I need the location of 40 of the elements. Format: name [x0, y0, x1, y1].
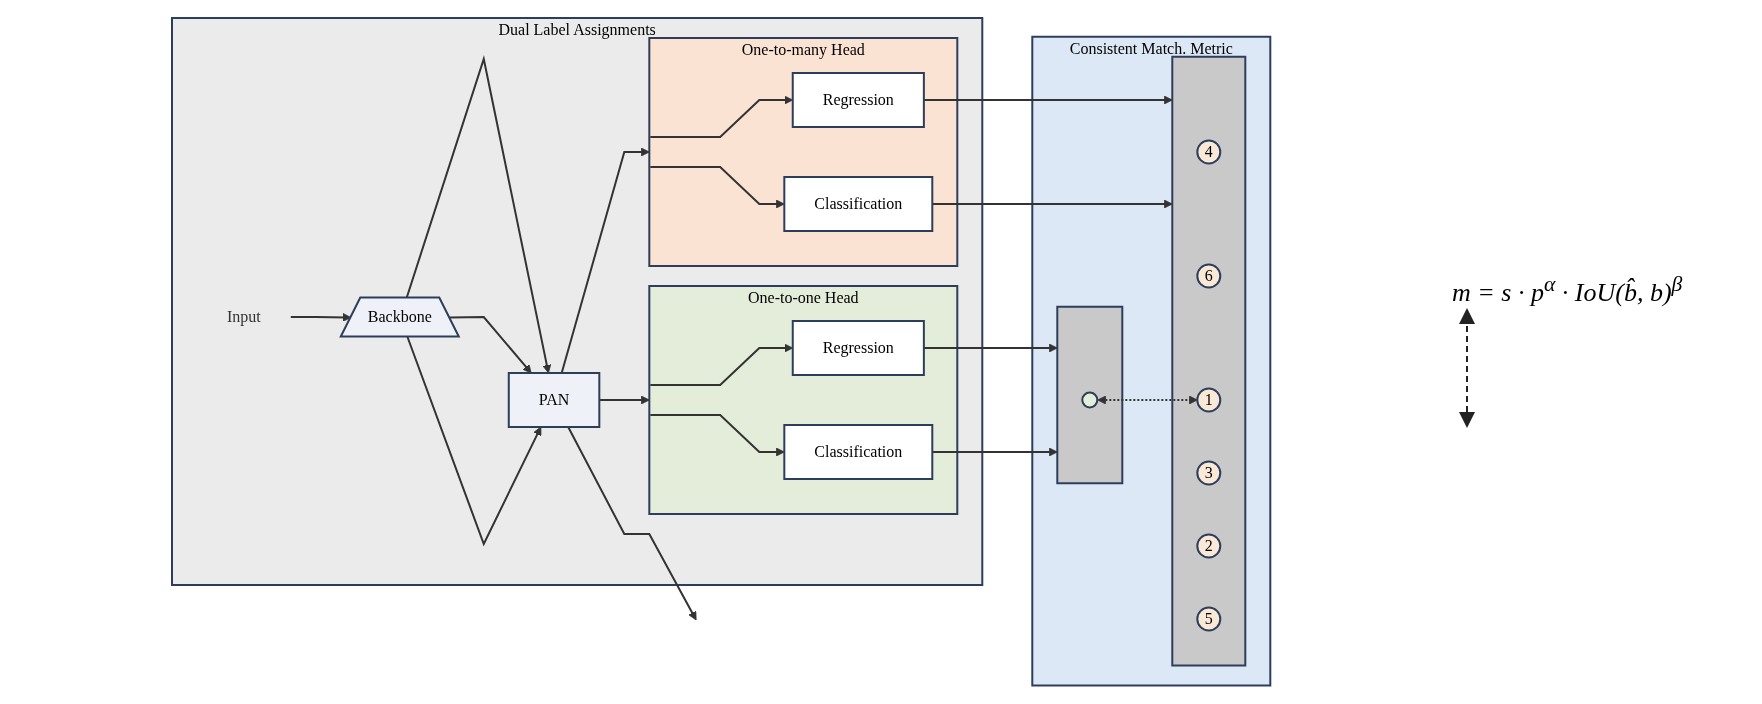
number-circle	[1196, 263, 1222, 289]
node-label: Classification	[814, 443, 903, 461]
process-box	[791, 72, 925, 129]
arrow	[567, 426, 697, 621]
node-label: 1	[1204, 391, 1213, 409]
number-circle	[1196, 460, 1222, 486]
backbone-trapezoid	[339, 296, 461, 338]
number-circle	[1196, 606, 1222, 632]
node-label: 6	[1204, 267, 1213, 285]
marker-circle	[1081, 391, 1099, 409]
node-label: Backbone	[367, 308, 432, 326]
process-box	[783, 176, 934, 233]
number-circle	[1196, 387, 1222, 413]
node-label: Input	[226, 308, 261, 326]
arrow	[649, 343, 793, 387]
node-label: Regression	[822, 339, 894, 357]
process-box	[791, 320, 925, 377]
arrow	[560, 147, 650, 375]
dashed-arrow	[1097, 395, 1198, 405]
number-circle	[1196, 533, 1222, 559]
node-label: Classification	[814, 195, 903, 213]
formula-label: m = s · p$^{α}$ · IoU(b̂, b)$^{β}$	[1452, 272, 1684, 308]
image-grid	[1056, 306, 1124, 485]
node-label: 5	[1204, 610, 1213, 628]
image-grid	[1171, 56, 1247, 667]
node-label: 4	[1204, 143, 1213, 161]
node-label: 2	[1204, 537, 1213, 555]
number-circle	[1196, 139, 1222, 165]
arrow	[649, 414, 785, 457]
node-label: Regression	[822, 91, 894, 109]
node-label: 3	[1204, 464, 1213, 482]
arrow	[405, 55, 551, 374]
arrow	[649, 166, 785, 209]
arrow	[649, 95, 793, 139]
process-box	[783, 424, 934, 481]
arrow	[289, 313, 352, 323]
arrow	[406, 336, 542, 547]
process-box	[507, 372, 601, 429]
arrow	[448, 316, 532, 374]
node-label: PAN	[538, 391, 570, 409]
